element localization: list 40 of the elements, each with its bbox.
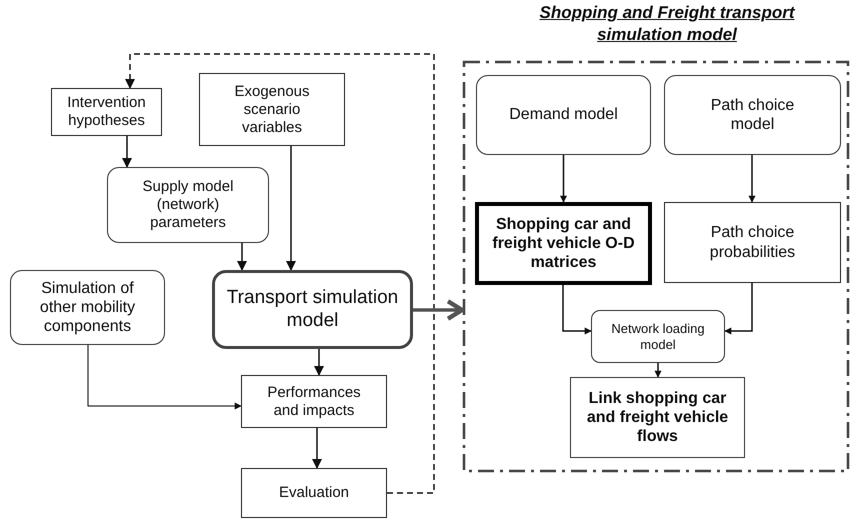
process-box	[241, 375, 387, 428]
box-text: Link shopping car and freight vehicle flows	[586, 388, 730, 446]
box-text: Intervention hypotheses	[66, 94, 147, 130]
rounded-box	[212, 270, 413, 349]
rounded-box	[107, 167, 269, 243]
arrow	[314, 349, 324, 376]
process-box	[199, 73, 345, 146]
process-box	[241, 468, 387, 518]
rounded-box	[591, 310, 725, 363]
box-text: Evaluation	[278, 484, 350, 502]
box-text: Path choice model	[710, 96, 796, 134]
rounded-box	[476, 75, 651, 155]
arrow	[748, 155, 756, 203]
arrow	[413, 299, 464, 321]
process-box	[570, 377, 745, 458]
box-text: Performances and impacts	[266, 384, 362, 420]
box-text: Supply model (network) parameters	[142, 178, 234, 232]
arrow	[560, 155, 567, 203]
arrow	[88, 344, 242, 410]
process-box	[664, 202, 841, 283]
rounded-box	[10, 270, 165, 345]
group-title: Shopping and Freight transport simulation model	[538, 2, 796, 46]
box-text: Demand model	[509, 105, 618, 125]
rounded-box	[664, 75, 841, 155]
box-text: Path choice probabilities	[708, 223, 796, 262]
box-text: Exogenous scenario variables	[233, 82, 311, 136]
arrow	[286, 146, 296, 271]
process-box	[51, 88, 162, 136]
feedback-arrow	[125, 53, 435, 494]
arrow	[122, 136, 132, 168]
box-text: Transport simulation model	[226, 286, 400, 332]
box-text: Shopping car and freight vehicle O-D matrices	[491, 214, 636, 272]
box-text: Network loading model	[610, 320, 706, 352]
arrow	[312, 428, 322, 469]
process-box	[475, 202, 652, 285]
arrow	[724, 283, 753, 334]
arrow	[237, 243, 247, 271]
arrow	[654, 363, 662, 378]
arrow	[562, 285, 592, 334]
box-text: Simulation of other mobility components	[38, 278, 136, 336]
